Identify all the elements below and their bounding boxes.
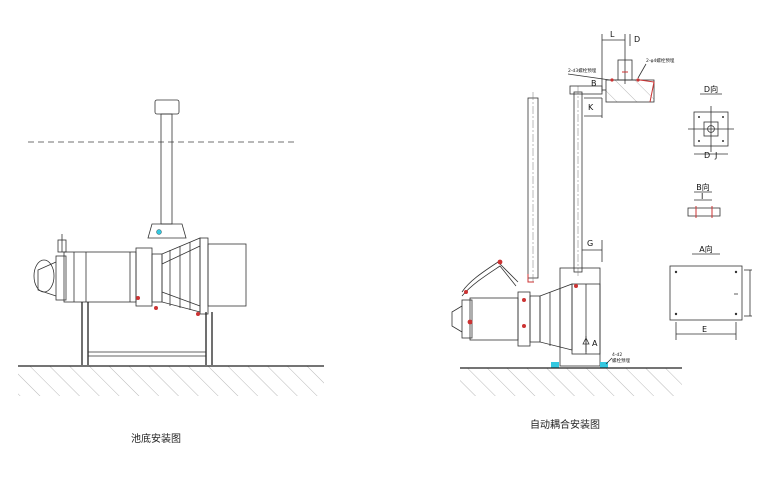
d-view-label: D向 (704, 84, 718, 94)
top-bracket (569, 56, 655, 103)
ground-hatch-right (460, 368, 682, 396)
svg-text:B: B (591, 79, 597, 88)
detail-views: D向 D J B向 I A向 E (669, 84, 752, 340)
right-caption: 自动耦合安装图 (530, 418, 600, 431)
svg-text:K: K (588, 103, 594, 112)
svg-text:2-d3螺栓预埋: 2-d3螺栓预埋 (568, 67, 597, 74)
svg-text:G: G (587, 239, 593, 248)
dimension-annotations-top: L D 2-d3螺栓预埋 2-φ4螺栓预埋 B K G (567, 30, 675, 262)
svg-text:4-d2: 4-d2 (612, 352, 622, 358)
lift-pipe-cap (154, 99, 180, 115)
svg-text:螺栓预埋: 螺栓预埋 (612, 357, 630, 364)
svg-text:E: E (702, 325, 707, 334)
svg-text:D: D (704, 151, 710, 160)
svg-text:A: A (592, 339, 598, 348)
coupling-base: A 4-d2 螺栓预埋 (551, 267, 630, 368)
svg-text:J: J (714, 151, 717, 160)
svg-text:D: D (634, 35, 640, 44)
auto-coupling-drawing: L D 2-d3螺栓预埋 2-φ4螺栓预埋 B K G (451, 30, 682, 431)
floor-install-drawing: 池底安装图 (18, 99, 324, 445)
a-view-plate (669, 265, 743, 321)
coupled-mixer (451, 274, 601, 355)
mixer-motor (33, 234, 137, 303)
b-view-plate (687, 207, 721, 217)
left-caption: 池底安装图 (131, 432, 181, 445)
a-view-label: A向 (699, 244, 712, 254)
b-view-label: B向 (696, 182, 710, 192)
support-stand (81, 302, 213, 365)
lift-pipe (160, 113, 173, 225)
svg-text:L: L (610, 30, 615, 39)
svg-text:I: I (701, 192, 703, 201)
ground-hatch (18, 366, 324, 396)
propeller-housing (135, 237, 247, 316)
svg-text:2-φ4螺栓预埋: 2-φ4螺栓预埋 (646, 57, 675, 64)
